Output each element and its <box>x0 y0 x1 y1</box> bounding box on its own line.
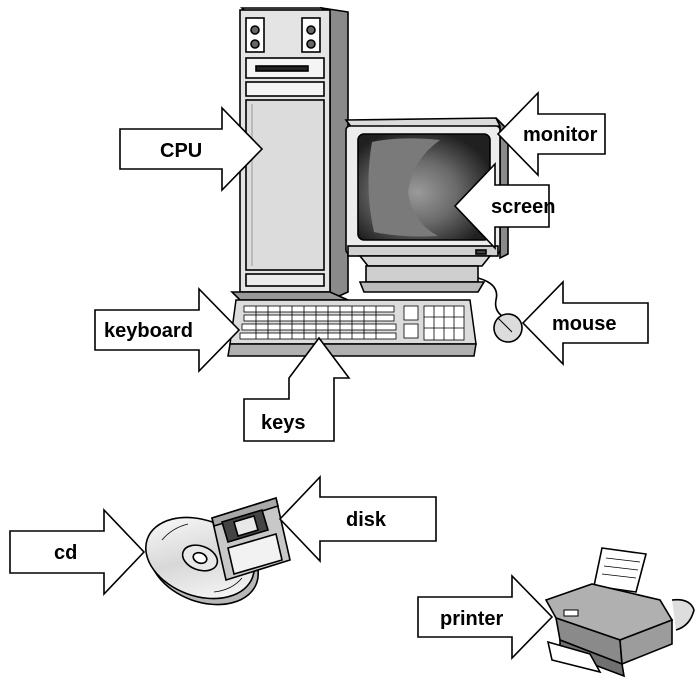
disk-label: disk <box>346 509 387 531</box>
cpu-label: CPU <box>160 140 202 162</box>
monitor-label: monitor <box>523 124 598 146</box>
keyboard-label: keyboard <box>104 320 193 342</box>
monitor-arrow <box>496 91 606 177</box>
cd-arrow <box>9 508 146 596</box>
cd-label: cd <box>54 542 77 564</box>
mouse-arrow <box>521 280 649 366</box>
printer-label: printer <box>440 608 504 630</box>
monitor-illustration <box>344 117 509 293</box>
keyboard-arrow <box>94 287 241 373</box>
screen-label: screen <box>491 196 556 218</box>
keyboard-illustration <box>227 299 477 357</box>
cpu-arrow <box>119 106 264 192</box>
keys-arrow <box>243 336 351 442</box>
screen-arrow <box>453 162 550 250</box>
disk-arrow <box>278 475 437 563</box>
mouse-label: mouse <box>552 313 616 335</box>
keys-label: keys <box>261 412 306 434</box>
printer-arrow <box>417 574 554 660</box>
floppy-disk-illustration <box>211 496 291 582</box>
mouse-illustration <box>477 277 523 343</box>
printer-illustration <box>544 547 695 678</box>
